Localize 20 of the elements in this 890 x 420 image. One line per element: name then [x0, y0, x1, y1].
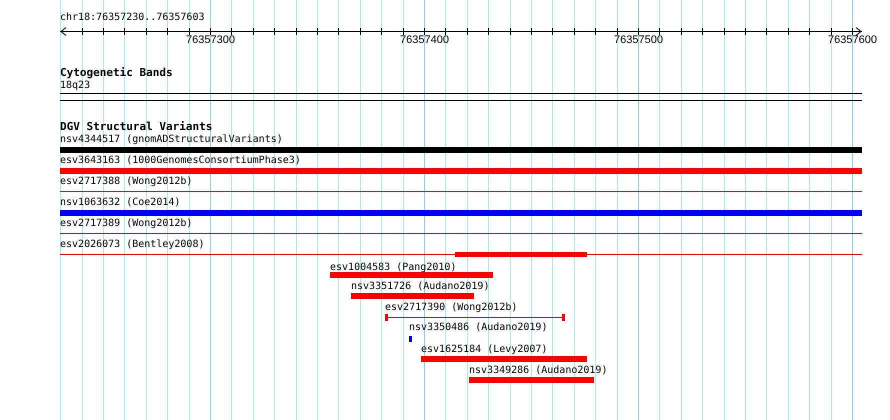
variant-label: esv2717388 (Wong2012b) — [60, 176, 192, 188]
tick-label: 76357300 — [186, 34, 235, 46]
variant-label: nsv3349286 (Audano2019) — [469, 365, 608, 377]
variant-label: esv3643163 (1000GenomesConsortiumPhase3) — [60, 155, 301, 167]
variant-label: esv1004583 (Pang2010) — [330, 262, 456, 274]
coordinate-range: chr18:76357230..76357603 — [60, 12, 204, 24]
variant-label: esv2717390 (Wong2012b) — [385, 302, 518, 314]
tick-label: 76357400 — [400, 34, 449, 46]
variant-label: nsv1063632 (Coe2014) — [60, 197, 180, 209]
variant-label: nsv4344517 (gnomADStructuralVariants) — [60, 134, 283, 146]
variant-label: esv2026073 (Bentley2008) — [60, 239, 204, 251]
track-title: DGV Structural Variants — [60, 121, 212, 133]
variant-label: esv1625184 (Levy2007) — [421, 344, 548, 356]
variant-label: nsv3350486 (Audano2019) — [409, 322, 548, 334]
variant-label: esv2717389 (Wong2012b) — [60, 218, 192, 230]
track-title: Cytogenetic Bands — [60, 67, 173, 79]
tick-label: 76357500 — [614, 34, 663, 46]
variant-label: nsv3351726 (Audano2019) — [351, 281, 490, 293]
band-label: 18q23 — [60, 80, 90, 92]
tick-label: 76357600 — [828, 34, 877, 46]
